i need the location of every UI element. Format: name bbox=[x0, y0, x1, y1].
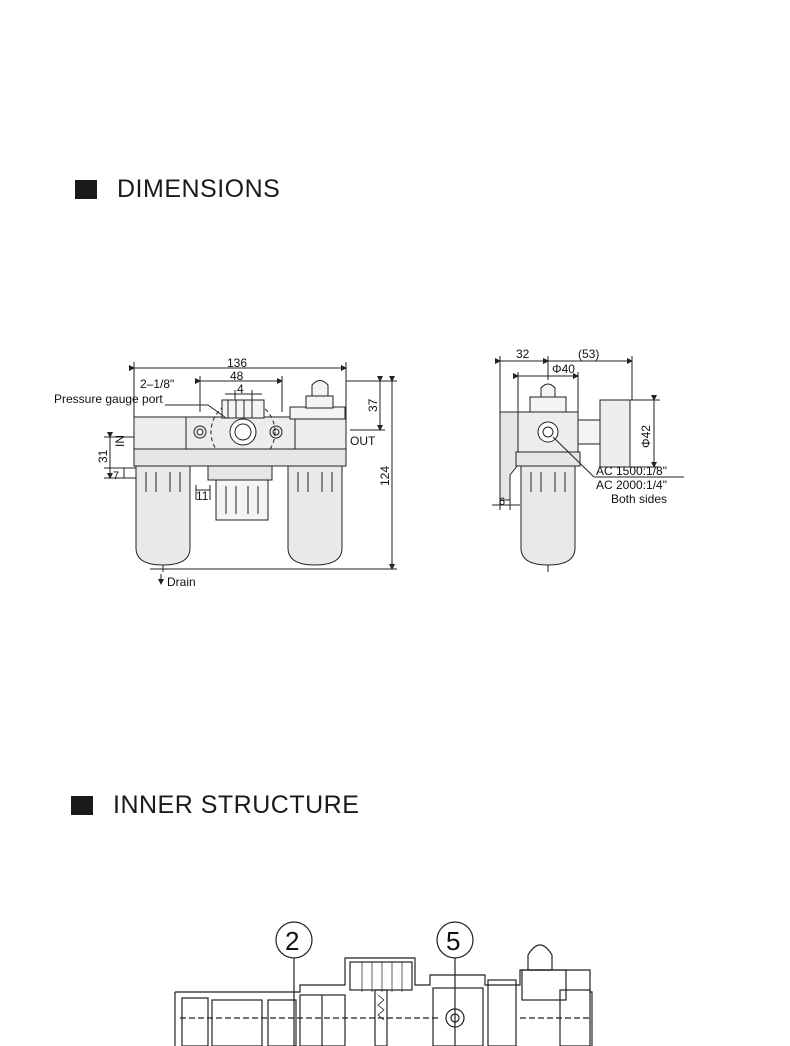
dim-overall-height: 124 bbox=[378, 466, 392, 486]
dim-bracket: 7 bbox=[113, 470, 119, 482]
inner-structure-heading: INNER STRUCTURE bbox=[71, 791, 359, 820]
side-dim-left: 32 bbox=[516, 347, 530, 361]
dim-top-height: 37 bbox=[366, 398, 380, 412]
dim-regulator-width: 48 bbox=[230, 369, 244, 383]
heading-square-icon bbox=[75, 180, 97, 199]
inner-structure-title: INNER STRUCTURE bbox=[113, 791, 360, 819]
side-dim-right: (53) bbox=[578, 347, 599, 361]
heading-square-icon bbox=[71, 796, 93, 815]
dim-gauge-port-width: 4 bbox=[237, 382, 244, 396]
dim-port-height: 31 bbox=[96, 449, 110, 463]
front-view-drawing bbox=[104, 362, 397, 585]
inner-callout-b: 5 bbox=[446, 926, 460, 956]
note-both-sides: Both sides bbox=[611, 492, 667, 506]
pressure-gauge-port-label: Pressure gauge port bbox=[54, 392, 163, 406]
out-port-label: OUT bbox=[350, 434, 376, 448]
inner-structure-drawing bbox=[174, 921, 593, 1046]
side-dim-bracket-offset: 6 bbox=[499, 496, 505, 508]
note-ac2000: AC 2000:1/4" bbox=[596, 478, 667, 492]
port-thread-label: 2–1/8" bbox=[140, 377, 174, 391]
in-port-label: IN bbox=[113, 435, 127, 447]
dim-overall-width: 136 bbox=[227, 356, 247, 370]
note-ac1500: AC 1500:1/8" bbox=[596, 464, 667, 478]
drain-label: Drain bbox=[167, 575, 196, 589]
side-dim-gauge-diameter: Φ42 bbox=[639, 425, 653, 448]
side-dim-bowl-diameter: Φ40 bbox=[552, 362, 575, 376]
side-view-drawing bbox=[492, 356, 684, 572]
dimensions-title: DIMENSIONS bbox=[117, 175, 281, 203]
dim-bottom-gap: 11 bbox=[196, 489, 209, 503]
dimensions-heading: DIMENSIONS bbox=[75, 175, 280, 204]
inner-callout-a: 2 bbox=[285, 926, 299, 956]
